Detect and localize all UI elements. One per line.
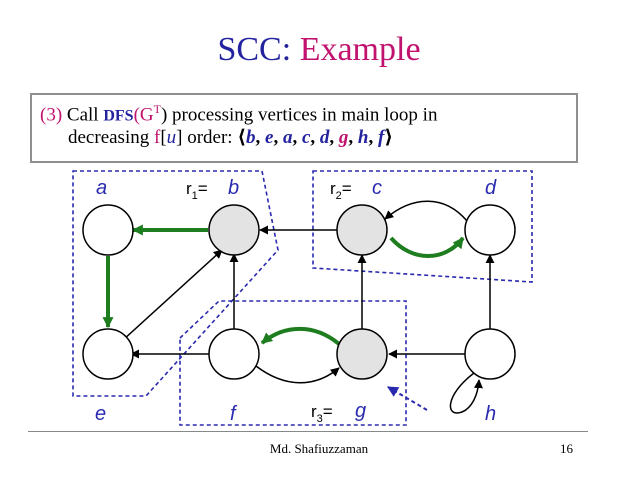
- sequence-vertex-b: b: [246, 127, 256, 148]
- footer-divider: [28, 431, 588, 432]
- vertex-c: [336, 204, 388, 256]
- sequence-vertex-d: d: [319, 127, 330, 148]
- call-word: Call: [66, 104, 99, 126]
- sequence-separator: ,: [348, 127, 354, 148]
- sequence-vertex-c: c: [301, 127, 311, 148]
- vertex-label-b: b: [228, 177, 239, 199]
- vertex-f: [208, 328, 260, 380]
- dfs-label: DFS: [103, 107, 134, 125]
- sequence-separator: ,: [310, 127, 316, 148]
- left-angle-bracket: ⟨: [237, 127, 247, 148]
- step-number: (3): [40, 104, 63, 126]
- current-root-pointer: [387, 386, 428, 411]
- sequence-vertex-g: g: [338, 127, 349, 148]
- right-angle-bracket: ⟩: [384, 127, 393, 148]
- vertex-label-h: h: [485, 403, 496, 425]
- vertex-label-f: f: [230, 403, 238, 425]
- footer-author: Md. Shafiuzzaman: [269, 441, 369, 456]
- decreasing-word: decreasing: [68, 127, 150, 148]
- vertex-h: [464, 328, 516, 380]
- tree-edge-c-d: [389, 236, 465, 258]
- sequence-separator: ,: [273, 127, 279, 148]
- title-part-scc: SCC:: [217, 31, 292, 68]
- sequence-separator: ,: [368, 127, 374, 148]
- sequence-separator: ,: [329, 127, 335, 148]
- vertex-label-a: a: [96, 177, 107, 199]
- graph-symbol: (G: [133, 104, 154, 126]
- u-close-bracket: ]: [176, 127, 183, 148]
- sequence-vertex-f: f: [377, 127, 385, 148]
- root-label-g: r3=: [311, 402, 333, 425]
- edge-d-c: [384, 200, 468, 222]
- tree-edge-g-f: [260, 326, 341, 346]
- root-label-b: r1=: [186, 179, 208, 202]
- vertex-sequence: b, e, a, c, d, g, h, f: [246, 127, 384, 148]
- page-number: 16: [560, 441, 573, 456]
- edge-e-b: [122, 249, 223, 341]
- vertex-label-c: c: [372, 177, 382, 199]
- u-var: u: [166, 127, 177, 148]
- scc-region-fg: [179, 300, 407, 426]
- description-rest-1: ) processing vertices in main loop in: [160, 104, 438, 126]
- slide-title: SCC: Example: [0, 30, 638, 70]
- vertex-label-e: e: [95, 403, 106, 425]
- order-word: order:: [187, 127, 233, 148]
- edge-f-g: [255, 365, 340, 384]
- root-label-c: r2=: [330, 179, 352, 202]
- sequence-separator: ,: [255, 127, 261, 148]
- sequence-separator: ,: [292, 127, 298, 148]
- transpose-superscript: T: [153, 102, 161, 116]
- f-label: f: [153, 127, 161, 148]
- vertex-label-d: d: [485, 177, 497, 199]
- vertex-label-g: g: [355, 400, 366, 422]
- vertex-a: [82, 204, 134, 256]
- vertex-d: [464, 204, 516, 256]
- sequence-vertex-h: h: [357, 127, 369, 148]
- description-line-1: (3) Call DFS(GT) processing vertices in …: [40, 97, 437, 128]
- sequence-vertex-a: a: [282, 127, 293, 148]
- title-part-example: Example: [299, 31, 421, 68]
- vertex-b: [208, 204, 260, 256]
- edge-h-h: [449, 372, 483, 414]
- sequence-vertex-e: e: [265, 127, 274, 148]
- scc-region-ab: [72, 170, 279, 397]
- scc-region-cd: [312, 170, 533, 283]
- description-box: [30, 93, 578, 163]
- vertex-e: [82, 328, 134, 380]
- u-open-bracket: [: [160, 127, 167, 148]
- vertex-g: [336, 328, 388, 380]
- description-line-2: decreasing f[u] order: ⟨b, e, a, c, d, g…: [68, 126, 393, 150]
